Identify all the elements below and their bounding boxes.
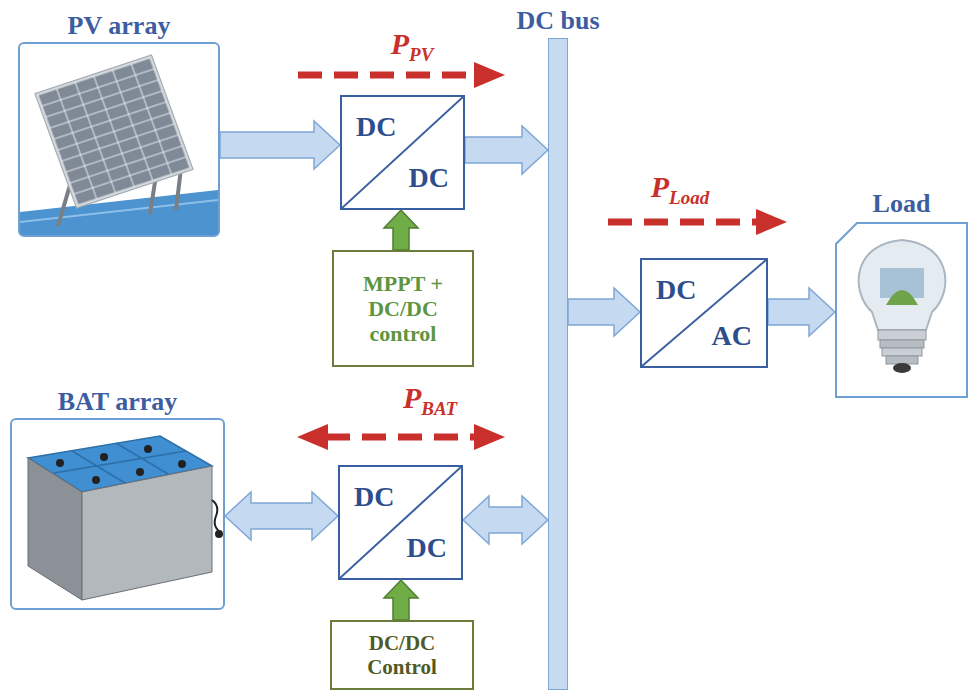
panel-frame — [35, 55, 193, 208]
node-heading: BAT array — [58, 387, 178, 417]
bulb-base — [880, 340, 924, 348]
converter-box: DC DC — [338, 465, 463, 580]
roof-ridge — [20, 200, 218, 222]
panel — [35, 55, 193, 208]
power-label: PLoad — [651, 170, 709, 209]
converter-label: DC — [356, 113, 396, 141]
terminal — [100, 453, 108, 461]
control-label: DC/DC Control — [332, 631, 472, 679]
symbol: P — [651, 170, 669, 203]
symbol: P — [391, 27, 409, 60]
battery-front — [28, 458, 82, 600]
terminal — [56, 459, 64, 467]
roof — [20, 190, 218, 235]
converter-label: DC — [409, 164, 449, 192]
converter-label: AC — [712, 322, 752, 350]
converter-box: DC AC — [640, 258, 768, 368]
power-arrow — [768, 288, 835, 336]
terminal — [136, 468, 144, 476]
bulb-illustration — [859, 240, 946, 373]
bulb-base — [882, 348, 922, 356]
panel-leg — [58, 185, 70, 226]
terminal — [178, 460, 186, 468]
power-flow-line — [298, 72, 476, 79]
diagonal-line — [642, 260, 766, 366]
battery-side — [82, 466, 212, 600]
control-box: MPPT + DC/DC control — [332, 250, 474, 367]
diagonal-line — [342, 97, 463, 208]
dc-bus-bar: DC bus — [548, 38, 568, 690]
converter-label: DC — [656, 276, 696, 304]
control-arrow — [384, 210, 418, 250]
subscript: Load — [669, 187, 709, 208]
bulb-glass — [859, 240, 946, 330]
cable — [212, 500, 220, 532]
battery-cell-line — [54, 451, 186, 473]
solar-panel-illustration — [20, 55, 218, 235]
load-outline-path — [836, 223, 967, 397]
bulb-leaf — [886, 290, 918, 305]
power-flow-line — [608, 219, 758, 226]
control-label: MPPT + DC/DC control — [334, 271, 472, 347]
battery-cell-line — [72, 451, 125, 483]
power-label: PPV — [391, 27, 434, 66]
diagonal-line — [340, 467, 461, 578]
arrow-head — [474, 424, 505, 450]
image-box: PV array — [18, 42, 220, 237]
converter-label: DC — [407, 534, 447, 562]
arrow-head — [297, 424, 328, 450]
image-box: BAT array — [10, 418, 225, 610]
power-arrow — [568, 288, 640, 336]
converter-box: DC DC — [340, 95, 465, 210]
subscript: PV — [409, 44, 433, 65]
arrow-head — [474, 62, 505, 88]
node-heading: PV array — [68, 11, 171, 41]
arrow-head — [756, 209, 787, 235]
control-arrow — [384, 580, 418, 620]
terminal — [92, 476, 100, 484]
node-heading: DC bus — [516, 6, 599, 36]
bulb-base — [886, 356, 918, 364]
terminal — [144, 445, 152, 453]
power-arrow — [465, 126, 548, 174]
plug — [215, 530, 223, 538]
power-arrow — [220, 121, 340, 169]
control-box: DC/DC Control — [330, 620, 474, 690]
power-arrow — [225, 492, 338, 540]
load-box: Load — [835, 222, 968, 398]
bulb-base — [878, 330, 926, 340]
load-outline — [835, 222, 968, 398]
node-heading: Load — [873, 189, 931, 219]
power-arrow — [463, 496, 548, 544]
power-flow-arrows — [297, 62, 787, 450]
battery-illustration — [28, 436, 223, 600]
bulb-tip — [893, 363, 911, 373]
panel-cells — [38, 58, 190, 205]
power-label: PBAT — [403, 381, 457, 420]
subscript: BAT — [421, 398, 457, 419]
power-flow-line — [326, 434, 476, 441]
symbol: P — [403, 381, 421, 414]
converter-label: DC — [354, 483, 394, 511]
